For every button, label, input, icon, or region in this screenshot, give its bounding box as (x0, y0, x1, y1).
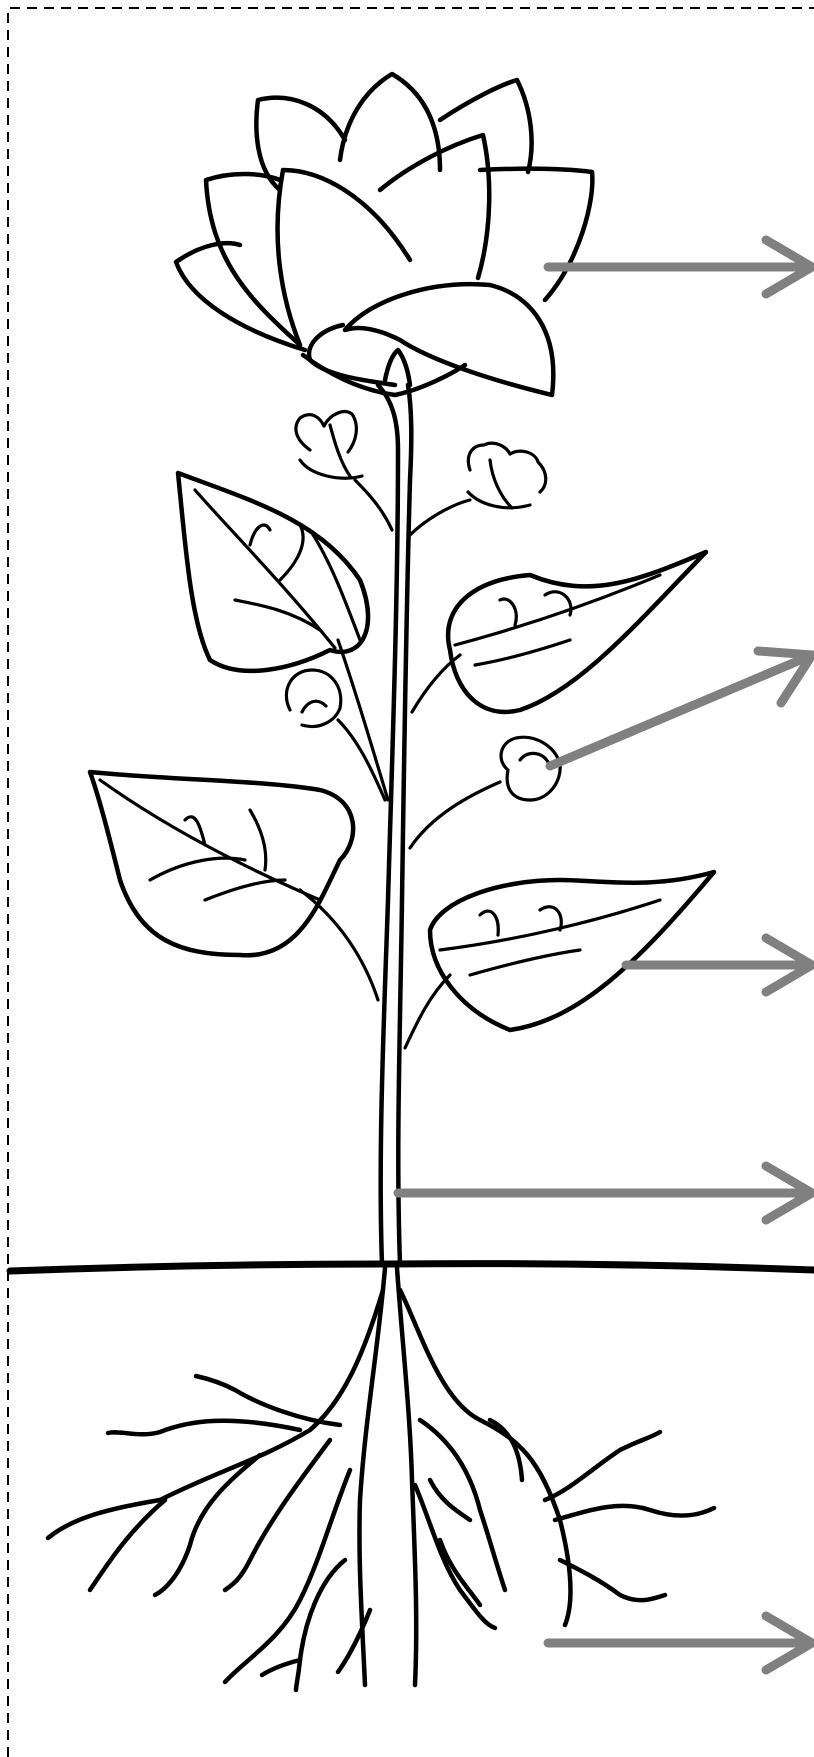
roots (45, 1265, 717, 1693)
arrow-flower (543, 235, 814, 299)
leaf-upper-right (410, 549, 709, 715)
bud-upper-left (294, 410, 394, 532)
flower (173, 71, 595, 398)
bud-upper-right (408, 441, 548, 537)
dashed-border (7, 7, 814, 1757)
leaf-upper-left (175, 470, 390, 802)
arrow-roots (543, 1611, 814, 1675)
leaf-lower-left (87, 769, 380, 1002)
leaf-lower-right (403, 869, 717, 1050)
arrow-stem (393, 1161, 814, 1225)
bud-middle-left (284, 668, 387, 802)
arrow-leaf (621, 933, 814, 997)
stem (375, 382, 414, 1267)
bud-middle-right (408, 735, 562, 850)
ground-line (6, 1260, 814, 1275)
arrow-bud (545, 646, 814, 771)
